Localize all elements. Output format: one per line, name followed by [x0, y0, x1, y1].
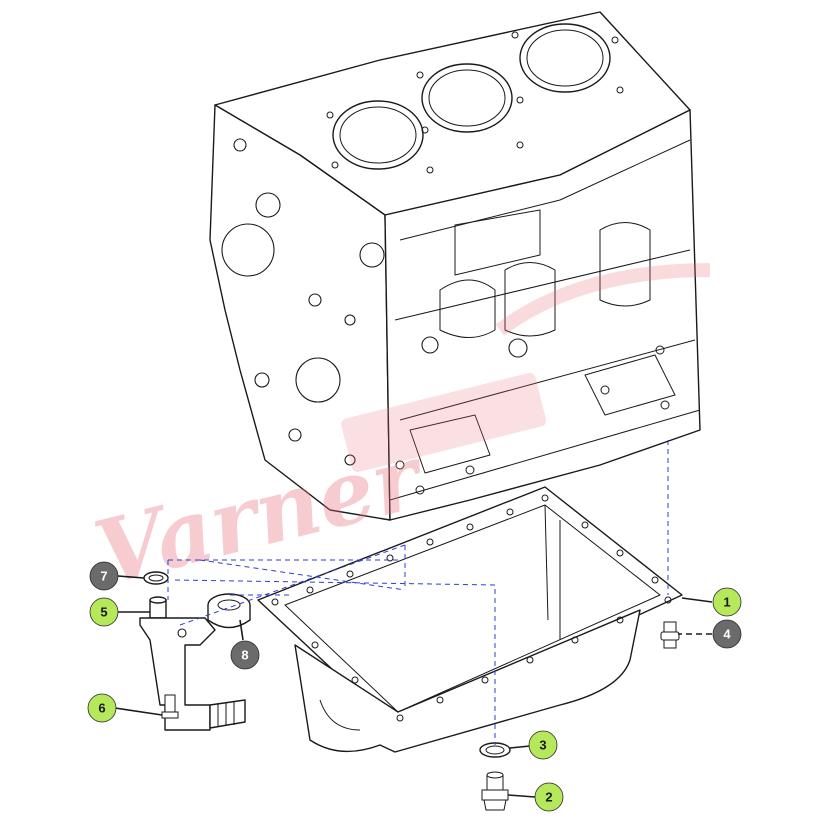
- svg-text:1: 1: [723, 595, 730, 610]
- oil-strainer-assembly: [139, 596, 246, 731]
- svg-text:5: 5: [100, 605, 107, 620]
- gasket: [207, 593, 251, 629]
- svg-text:4: 4: [723, 627, 731, 642]
- svg-text:8: 8: [241, 648, 248, 663]
- callout-7: 7: [89, 561, 119, 591]
- callout-6: 6: [87, 693, 117, 723]
- svg-text:6: 6: [98, 701, 105, 716]
- svg-text:3: 3: [539, 738, 546, 753]
- leader-lines: [114, 575, 713, 798]
- o-ring: [143, 571, 169, 585]
- svg-text:7: 7: [100, 569, 107, 584]
- svg-text:2: 2: [545, 790, 552, 805]
- callout-4: 4: [712, 619, 742, 649]
- drain-washer: [479, 742, 511, 758]
- alignment-lines: [167, 440, 669, 745]
- callout-8: 8: [230, 640, 260, 670]
- drain-plug: [481, 771, 509, 811]
- callout-2: 2: [534, 782, 564, 812]
- engine-block: [209, 11, 701, 521]
- callout-5: 5: [89, 597, 119, 627]
- oil-pan: [257, 486, 683, 753]
- callout-3: 3: [528, 730, 558, 760]
- callout-1: 1: [712, 587, 742, 617]
- pan-bolt: [660, 621, 680, 649]
